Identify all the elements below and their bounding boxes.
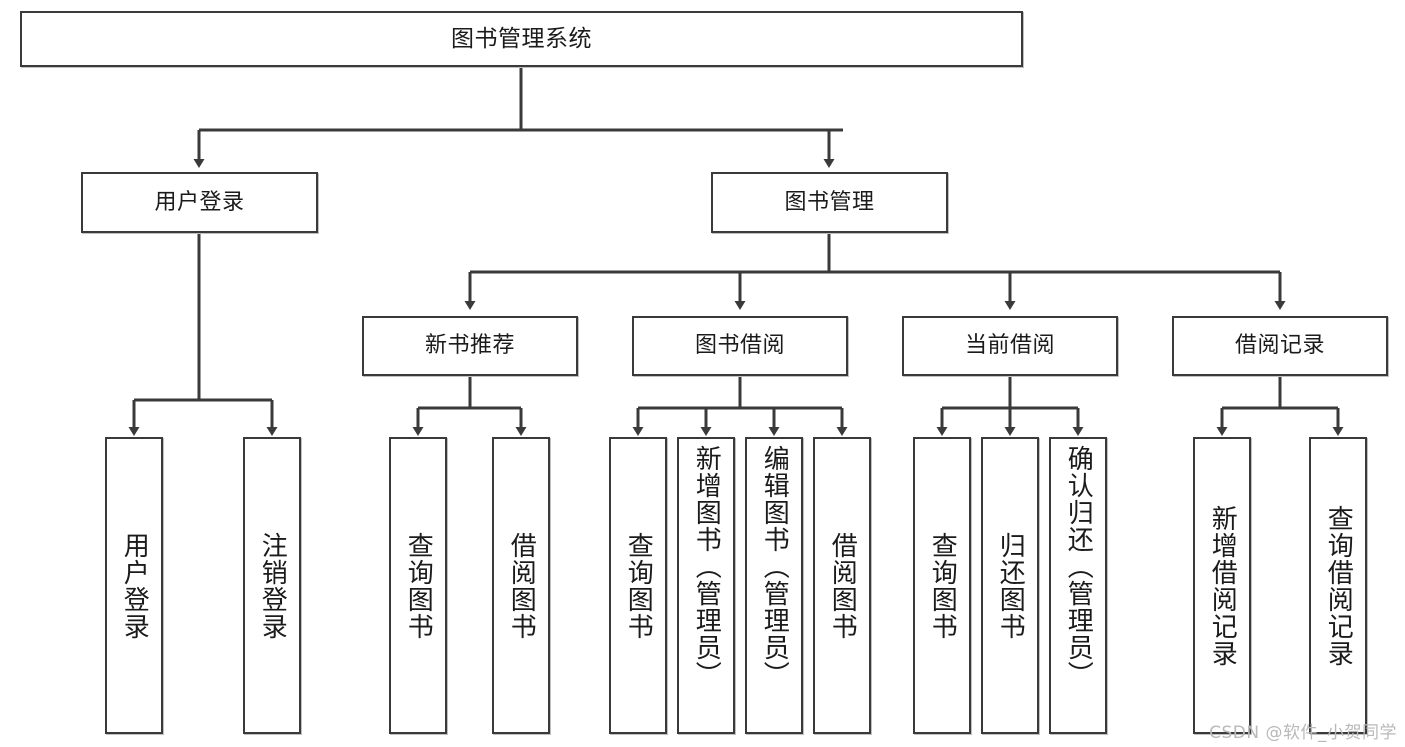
node-label: 新增图书（管理员） [691, 445, 722, 688]
leaf-query-book-2[interactable]: 查询图书 [609, 437, 667, 734]
node-book-management[interactable]: 图书管理 [711, 172, 948, 233]
leaf-query-book-3[interactable]: 查询图书 [913, 437, 971, 734]
leaf-return-book[interactable]: 归还图书 [981, 437, 1039, 734]
leaf-add-book[interactable]: 新增图书（管理员） [677, 437, 735, 734]
node-label: 查询借阅记录 [1323, 504, 1354, 667]
leaf-logout[interactable]: 注销登录 [243, 437, 301, 734]
leaf-user-login[interactable]: 用户登录 [105, 437, 163, 734]
node-user-login[interactable]: 用户登录 [81, 172, 318, 233]
node-label: 查询图书 [403, 531, 434, 640]
leaf-borrow-book-1[interactable]: 借阅图书 [492, 437, 550, 734]
node-label: 图书管理系统 [451, 25, 592, 52]
node-label: 图书借阅 [694, 333, 785, 358]
leaf-query-record[interactable]: 查询借阅记录 [1309, 437, 1367, 734]
node-label: 注销登录 [257, 531, 288, 640]
node-label: 查询图书 [623, 531, 654, 640]
node-current-borrow[interactable]: 当前借阅 [902, 316, 1118, 376]
node-label: 确认归还（管理员） [1063, 445, 1094, 688]
node-root-system[interactable]: 图书管理系统 [20, 11, 1023, 67]
node-new-book-recommend[interactable]: 新书推荐 [362, 316, 578, 376]
node-label: 编辑图书（管理员） [759, 445, 790, 688]
node-label: 图书管理 [784, 189, 875, 215]
node-label: 用户登录 [154, 189, 245, 215]
node-label: 用户登录 [119, 531, 150, 640]
node-label: 新增借阅记录 [1207, 504, 1238, 667]
node-label: 当前借阅 [964, 333, 1055, 358]
node-label: 查询图书 [927, 531, 958, 640]
leaf-edit-book[interactable]: 编辑图书（管理员） [745, 437, 803, 734]
leaf-confirm-return[interactable]: 确认归还（管理员） [1049, 437, 1107, 734]
leaf-borrow-book-2[interactable]: 借阅图书 [813, 437, 871, 734]
node-label: 借阅图书 [827, 531, 858, 640]
node-borrow-record[interactable]: 借阅记录 [1172, 316, 1388, 376]
node-label: 借阅图书 [506, 531, 537, 640]
leaf-query-book-1[interactable]: 查询图书 [389, 437, 447, 734]
node-label: 借阅记录 [1234, 333, 1325, 358]
node-book-borrow[interactable]: 图书借阅 [632, 316, 848, 376]
watermark: CSDN @软件_小贺同学 [1209, 723, 1397, 743]
node-label: 新书推荐 [424, 333, 515, 358]
leaf-add-record[interactable]: 新增借阅记录 [1193, 437, 1251, 734]
node-label: 归还图书 [995, 531, 1026, 640]
